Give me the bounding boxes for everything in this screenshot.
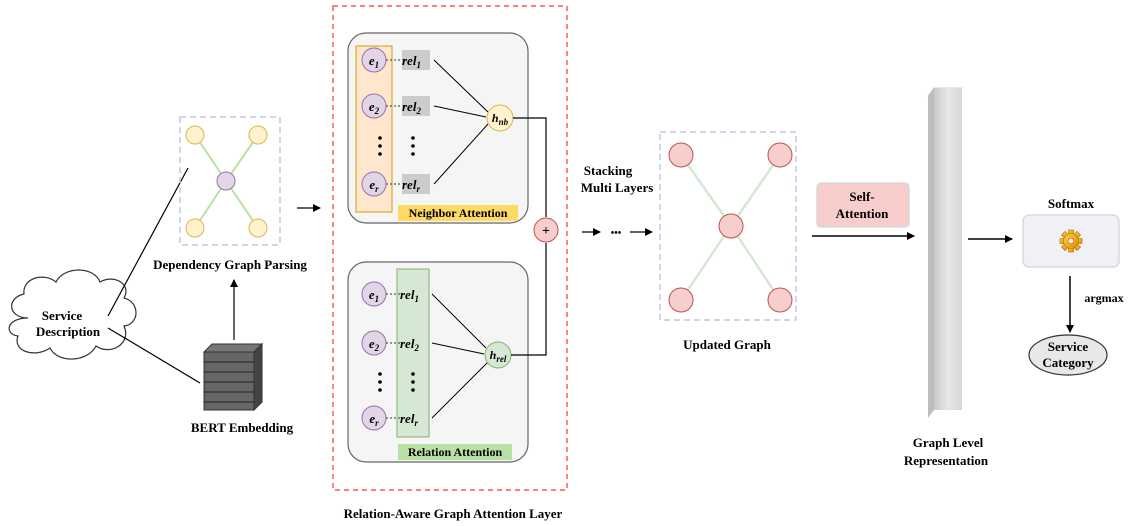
neighbor-attention-block: e1 e2 er rel1 rel2 relr hnb Neighbor Att… [347,32,529,224]
plus-node [533,217,559,243]
svg-text:e1: e1 [369,287,379,304]
graph-level-representation-bar [927,87,963,418]
bert-embedding-label: BERT Embedding [191,420,294,435]
rel-rel-2-base: rel [400,336,415,351]
updated-graph-label: Updated Graph [683,337,772,352]
stack-ellipsis: ••• [611,228,622,239]
svg-text:relr: relr [400,411,418,428]
dep-node-tl [185,125,205,145]
stacking-label-1: Stacking [584,163,633,178]
svg-text:rel1: rel1 [402,53,421,70]
neighbor-attention-label: Neighbor Attention [409,206,508,220]
service-category-ellipse [1028,334,1108,376]
service-category-text-1: Service [1048,339,1089,354]
cloud-to-bert-line [107,327,201,384]
cloud-to-graph-line [107,167,189,317]
upd-node-tr [767,142,793,168]
plus-symbol: + [542,224,550,239]
h-rel-base: h [490,348,497,362]
attention-layer-frame [332,5,568,491]
svg-text:rel2: rel2 [400,336,419,353]
softmax-label: Softmax [1048,196,1095,211]
updated-graph [659,131,797,321]
nb-entity-1-base: e [369,53,375,68]
nb-entity-r-base: e [369,177,375,192]
dep-node-br [248,218,268,238]
nb-entity-r-sub: r [375,184,379,194]
upd-node-br [767,287,793,313]
rel-rel-1-sub: 1 [414,294,419,304]
h-rel-sub: rel [496,354,506,364]
relation-attention-label: Relation Attention [408,445,503,459]
self-attention-box [816,182,910,228]
svg-text:e2: e2 [369,99,380,116]
rel-entity-r-sub: r [375,418,379,428]
rel-entity-2-base: e [369,336,375,351]
service-category-text-2: Category [1042,355,1094,370]
upd-node-center [718,213,744,239]
nb-rel-1-base: rel [402,53,417,68]
svg-text:rel1: rel1 [400,287,419,304]
service-description-text-2: Description [36,324,101,339]
nb-rel-r-sub: r [416,184,420,194]
svg-text:e2: e2 [369,336,380,353]
h-nb-sub: nb [499,117,509,127]
dependency-graph-label: Dependency Graph Parsing [153,257,307,272]
cloud-shape [8,269,137,360]
rel-entity-2-sub: 2 [374,343,380,353]
dep-node-center [216,171,236,191]
gear-icon [1059,229,1083,253]
dep-node-bl [185,218,205,238]
h-nb-to-plus-line [513,117,547,217]
rel-entity-r-base: e [369,411,375,426]
nb-rel-r-base: rel [402,177,417,192]
relation-rel-column [396,268,430,438]
h-nb-base: h [492,111,499,125]
nb-rel-1-sub: 1 [416,60,421,70]
upd-node-tl [668,142,694,168]
nb-entity-2-sub: 2 [374,106,380,116]
svg-text:relr: relr [402,177,420,194]
dependency-graph [179,116,281,246]
rel-entity-1-sub: 1 [375,294,380,304]
rel-rel-r-sub: r [414,418,418,428]
svg-text:er: er [369,411,379,428]
svg-text:e1: e1 [369,53,379,70]
h-rel-to-plus-line [511,243,547,356]
svg-text:hnb: hnb [492,111,509,127]
service-description-text-1: Service [42,308,83,323]
service-description-cloud: Service Description [8,269,137,360]
stacking-label-2: Multi Layers [581,180,654,195]
argmax-label: argmax [1084,291,1123,305]
svg-text:er: er [369,177,379,194]
rel-rel-2-sub: 2 [413,343,419,353]
nb-entity-2-base: e [369,99,375,114]
rel-rel-1-base: rel [400,287,415,302]
svg-text:hrel: hrel [490,348,507,364]
rel-entity-1-base: e [369,287,375,302]
nb-entity-1-sub: 1 [375,60,380,70]
self-attention-text-1: Self- [849,189,874,204]
dep-node-tr [248,125,268,145]
attention-layer-label: Relation-Aware Graph Attention Layer [344,506,563,521]
dependency-graph-frame [179,116,281,246]
nb-rel-2-base: rel [402,99,417,114]
graph-level-text-2: Representation [904,453,989,468]
self-attention-text-2: Attention [836,206,889,221]
nb-rel-2-sub: 2 [415,106,421,116]
upd-node-bl [668,287,694,313]
rel-rel-r-base: rel [400,411,415,426]
bert-embedding-icon [202,342,264,412]
svg-text:rel2: rel2 [402,99,421,116]
relation-attention-block: e1 e2 er rel1 rel2 relr hrel Relation At… [347,261,529,463]
graph-level-text-1: Graph Level [913,435,984,450]
updated-graph-frame [659,131,797,321]
